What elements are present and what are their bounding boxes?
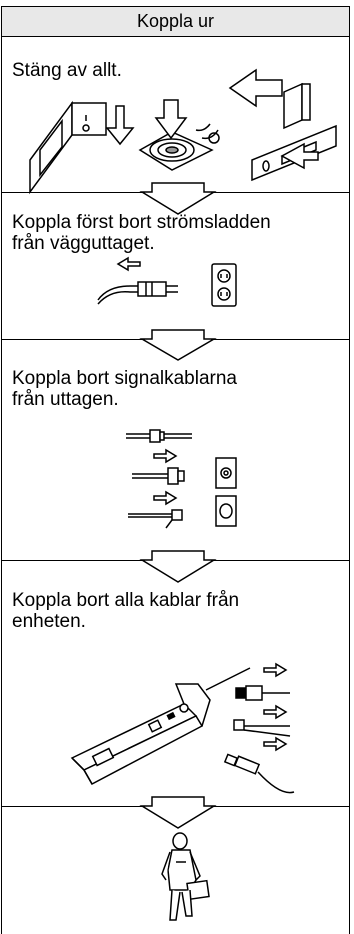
step-3-illustration [0,0,354,560]
slide-switch-icon [230,70,336,180]
step-4-illustration [0,0,354,760]
wall-outlet-icon [212,264,236,306]
page-frame [1,6,350,934]
step-4-text: Koppla bort alla kablar från enheten. [12,590,240,632]
step-3-text: Koppla bort signalkablarna från uttagen. [12,368,237,410]
step-arrow [0,0,354,230]
step-1-text: Stäng av allt. [12,60,122,81]
power-cord-icon [98,258,178,304]
signal-cable-icon [225,664,294,793]
step-arrow [0,0,354,600]
step-2-illustration [0,0,354,340]
page-title: Koppla ur [1,6,350,37]
down-arrow-icon [142,183,214,214]
step-arrow [0,0,354,380]
step-1-illustration [0,0,354,200]
power-switch-icon [30,103,133,192]
wall-outlet-icon [216,458,236,526]
power-button-icon [140,100,219,170]
signal-cable-icon [126,430,192,528]
down-arrow-icon [142,330,214,360]
laptop-icon [72,668,250,784]
step-2-text: Koppla först bort strömsladden från vägg… [12,212,271,254]
down-arrow-icon [142,797,214,828]
page-title-text: Koppla ur [136,11,215,31]
down-arrow-icon [142,551,214,582]
person-walking-icon [162,833,209,920]
step-arrow [0,0,354,850]
